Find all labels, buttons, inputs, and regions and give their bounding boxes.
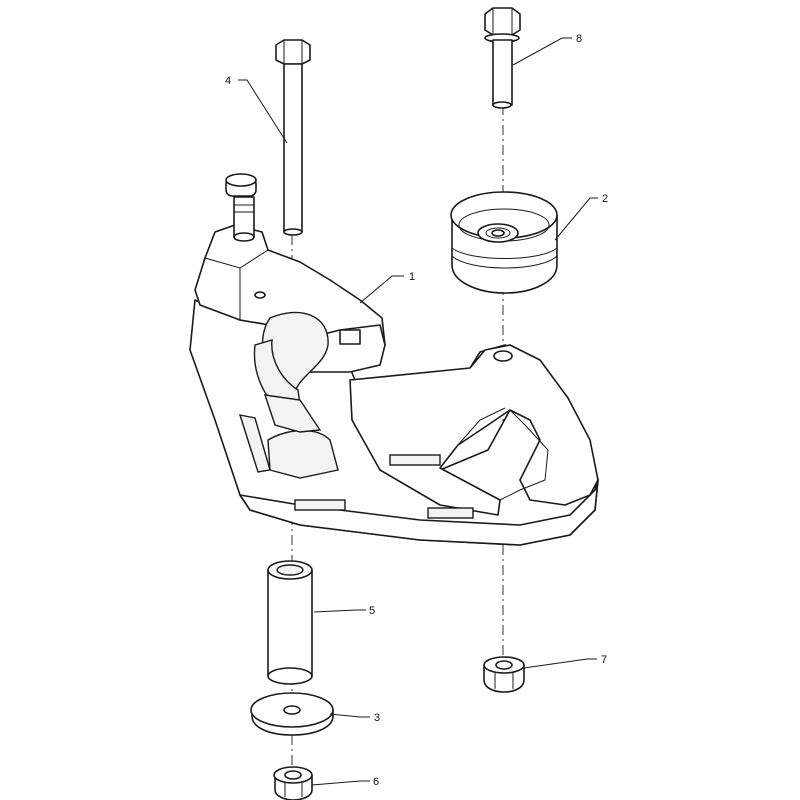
callout-1: 1 xyxy=(409,271,415,283)
pivot-bracket xyxy=(189,173,599,546)
long-bolt xyxy=(275,39,311,236)
callout-7: 7 xyxy=(601,654,607,666)
callout-3: 3 xyxy=(374,712,380,724)
short-bolt xyxy=(484,7,521,109)
callout-2: 2 xyxy=(602,193,608,205)
callout-6: 6 xyxy=(373,776,379,788)
lock-nut-left xyxy=(273,766,313,800)
callout-4: 4 xyxy=(225,75,231,87)
callout-5: 5 xyxy=(369,605,375,617)
idler-pulley xyxy=(450,191,558,294)
callout-labels: 1 2 3 4 5 6 7 8 xyxy=(225,33,608,788)
flat-washer xyxy=(250,692,334,736)
leader-lines xyxy=(238,37,598,786)
lock-nut-right xyxy=(483,656,525,693)
spacer-tube xyxy=(267,560,313,685)
callout-8: 8 xyxy=(576,33,582,45)
